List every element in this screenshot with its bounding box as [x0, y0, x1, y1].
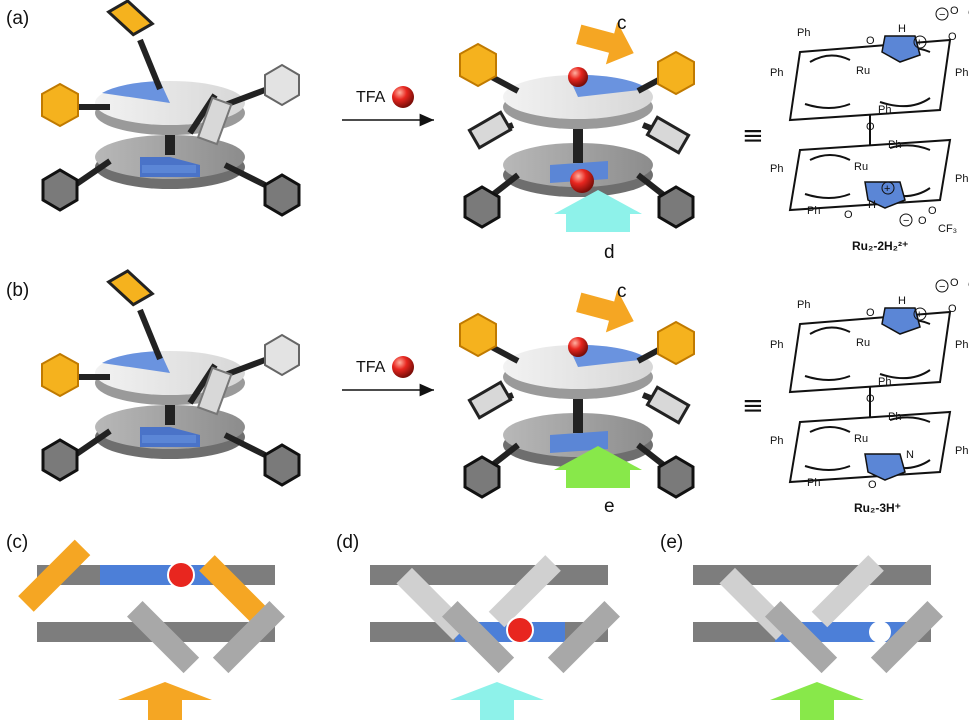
o-label: O: [950, 277, 959, 289]
o-label: O: [868, 479, 877, 491]
arrow-label-top-a: c: [617, 13, 627, 34]
compound-name-b: Ru₂-3H⁺: [854, 501, 901, 515]
svg-text:+: +: [916, 37, 922, 49]
o-label: O: [866, 307, 875, 319]
ru-label: Ru: [856, 65, 870, 77]
rotor-protonated-b: [459, 313, 695, 499]
ph-label: Ph: [955, 173, 968, 185]
panel-label-d: (d): [336, 532, 359, 553]
orange-arrow-icon: [576, 289, 634, 333]
ph-label: Ph: [797, 299, 810, 311]
equivalence-symbol-a: ≡: [742, 121, 764, 151]
cyan-arrow-icon: [450, 682, 544, 720]
ph-label: Ph: [878, 104, 891, 116]
o-label: O: [948, 31, 957, 43]
ph-label: Ph: [770, 339, 783, 351]
proton-ball-icon: [392, 356, 414, 378]
orange-arrow-icon: [576, 21, 634, 65]
cyan-arrow-icon: [554, 190, 642, 232]
o-label: O: [918, 215, 927, 227]
o-label: O: [844, 209, 853, 221]
ph-label: Ph: [770, 163, 783, 175]
svg-text:+: +: [916, 309, 922, 321]
svg-text:−: −: [903, 215, 909, 227]
schematic-e: [693, 555, 943, 720]
cf3-label: CF₃: [938, 223, 957, 235]
o-label: O: [866, 35, 875, 47]
panel-label-c: (c): [6, 532, 28, 553]
ph-label: Ph: [955, 67, 968, 79]
rotor-initial-a: [41, 0, 301, 217]
ph-label: Ph: [770, 435, 783, 447]
green-arrow-icon: [554, 446, 642, 488]
rotor-protonated-a: [459, 43, 695, 229]
ph-label: Ph: [770, 67, 783, 79]
ph-label: Ph: [797, 27, 810, 39]
chem-structure-b: Ph Ph Ph Ph Ru O H + − O O CF₃ O Ph Ph P…: [770, 277, 969, 515]
orange-arrow-icon: [118, 682, 212, 720]
ph-label: Ph: [878, 376, 891, 388]
arrow-label-bottom-a: d: [604, 242, 615, 263]
compound-name-a: Ru₂-2H₂²⁺: [852, 239, 908, 253]
ru-label: Ru: [854, 433, 868, 445]
h-label: H: [868, 199, 876, 211]
o-label: O: [928, 205, 937, 217]
ph-label: Ph: [888, 139, 901, 151]
h-label: H: [898, 23, 906, 35]
ph-label: Ph: [807, 477, 820, 489]
arrow-label-top-b: c: [617, 281, 627, 302]
o-label: O: [948, 303, 957, 315]
svg-text:−: −: [939, 281, 945, 293]
ph-label: Ph: [955, 339, 968, 351]
schematic-c: [18, 539, 285, 720]
ru-label: Ru: [854, 161, 868, 173]
reagent-label-b: TFA: [356, 359, 386, 376]
equivalence-symbol-b: ≡: [742, 391, 764, 421]
green-arrow-icon: [770, 682, 864, 720]
o-label: O: [950, 5, 959, 17]
panel-label-a: (a): [6, 8, 29, 29]
chem-structure-a: Ph Ph Ph Ph Ru O H + − O O CF₃ O Ph Ph P…: [770, 5, 969, 253]
ph-label: Ph: [955, 445, 968, 457]
o-label: O: [866, 121, 875, 133]
panel-label-b: (b): [6, 280, 29, 301]
svg-text:−: −: [939, 9, 945, 21]
svg-text:+: +: [884, 183, 890, 195]
reagent-label-a: TFA: [356, 89, 386, 106]
o-label: O: [866, 393, 875, 405]
n-label: N: [906, 449, 914, 461]
ph-label: Ph: [807, 205, 820, 217]
proton-ball-icon: [392, 86, 414, 108]
arrow-label-bottom-b: e: [604, 496, 615, 517]
ph-label: Ph: [888, 411, 901, 423]
panel-label-e: (e): [660, 532, 683, 553]
h-label: H: [898, 295, 906, 307]
schematic-d: [370, 555, 620, 720]
rotor-initial-b: [41, 269, 301, 487]
ru-label: Ru: [856, 337, 870, 349]
